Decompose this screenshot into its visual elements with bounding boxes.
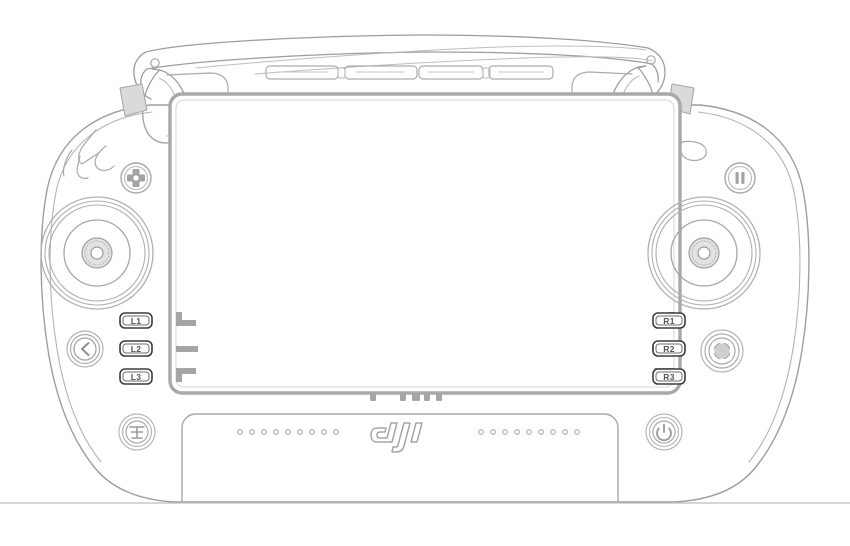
rth-icon (129, 426, 145, 439)
scroll-dial[interactable] (700, 329, 744, 373)
return-to-home-button[interactable] (118, 413, 156, 451)
left-hinge-body (142, 68, 189, 144)
antenna-seam (195, 45, 647, 69)
right-control-stick[interactable] (647, 196, 761, 310)
button-l2[interactable]: L2 (119, 340, 153, 357)
button-r1-label: R1 (663, 316, 674, 326)
bottom-panel (0, 413, 850, 504)
left-antenna-hinge (62, 51, 229, 179)
marker-left-bottom (176, 368, 196, 382)
button-l3[interactable]: L3 (119, 368, 153, 385)
button-l1[interactable]: L1 (119, 312, 153, 329)
antenna-bar-bottom (146, 51, 653, 70)
pause-icon (735, 172, 745, 184)
button-l2-label: L2 (131, 344, 142, 354)
dji-logo (370, 422, 423, 453)
button-r1[interactable]: R1 (652, 312, 686, 329)
left-button-column[interactable]: L1 L2 L3 (119, 312, 153, 385)
button-l1-label: L1 (131, 316, 142, 326)
body-outline (40, 104, 810, 503)
button-r2[interactable]: R2 (652, 340, 686, 357)
top-vent-strip (265, 65, 554, 80)
left-control-stick[interactable] (40, 196, 154, 310)
body-inner-contour-right (697, 111, 801, 463)
right-button-column[interactable]: R1 R2 R3 (652, 312, 686, 385)
left-corner-markers (176, 312, 198, 382)
power-icon (656, 423, 672, 442)
right-hinge-bracket (571, 71, 633, 97)
lanyard-attachment-hook (62, 129, 115, 179)
marker-left-mid (176, 346, 198, 352)
screen-active-area[interactable] (175, 99, 675, 388)
antenna-bar-top (145, 34, 649, 53)
touchscreen-display[interactable] (168, 92, 682, 395)
power-button[interactable] (645, 413, 683, 451)
dial-icon (710, 339, 734, 363)
right-hinge-screw (646, 55, 656, 65)
button-r2-label: R2 (663, 344, 674, 354)
button-r3[interactable]: R3 (652, 368, 686, 385)
button-l3-label: L3 (131, 372, 142, 382)
back-button[interactable] (66, 330, 104, 368)
left-hinge-screw (150, 58, 160, 68)
record-pause-button[interactable] (724, 162, 756, 194)
antenna-assembly (145, 34, 653, 75)
left-shoulder-pad (119, 83, 148, 117)
five-d-button[interactable] (120, 162, 152, 194)
speaker-grille-left (237, 429, 339, 435)
antenna-seam-2 (254, 56, 653, 75)
right-side-clip (679, 140, 707, 162)
chevron-left-icon (81, 342, 90, 356)
marker-left-top (176, 312, 196, 326)
bottom-port-marks (370, 393, 442, 401)
left-hinge-bracket (166, 72, 229, 97)
button-r3-label: R3 (663, 372, 674, 382)
speaker-grille-right (478, 429, 580, 435)
